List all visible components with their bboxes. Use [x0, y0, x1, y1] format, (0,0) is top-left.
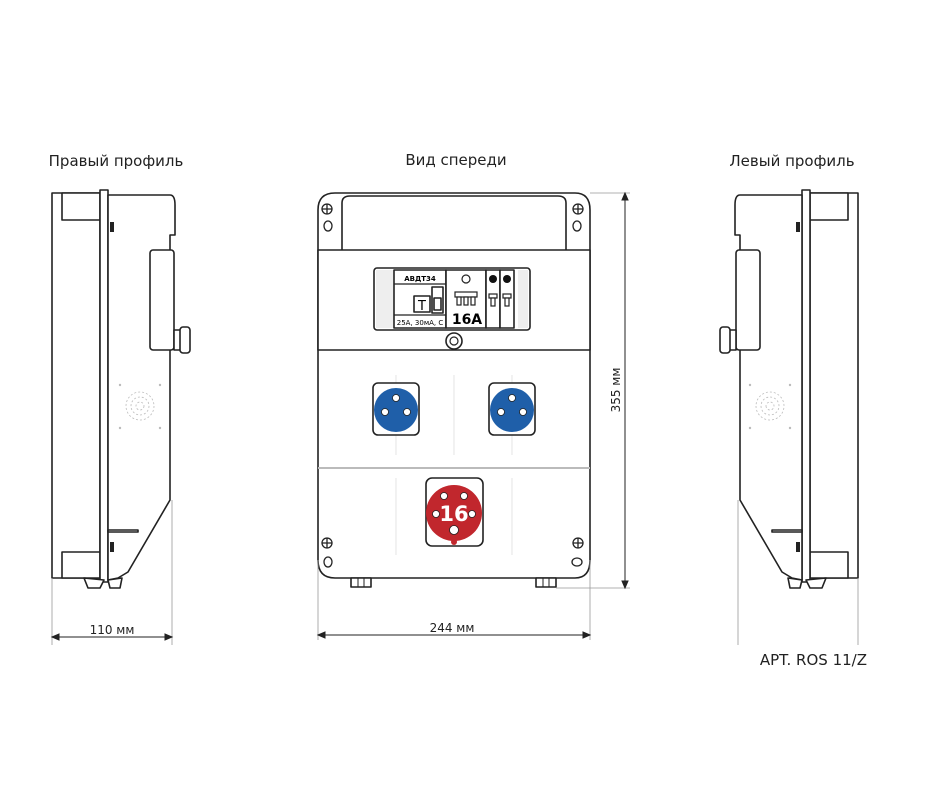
- rcbo-model-label: АВДТ34: [404, 275, 436, 283]
- left-profile-view: [719, 189, 859, 646]
- red-socket-label: 16: [439, 502, 468, 526]
- blue-socket-right: [488, 382, 536, 436]
- width-dimension: 244 мм: [430, 621, 475, 635]
- depth-dimension: 110 мм: [90, 623, 135, 637]
- breaker-panel: АВДТ34 T 25А, 30мА, С 16А: [373, 267, 531, 331]
- height-dimension: 355 мм: [609, 368, 623, 413]
- left-profile-title: Левый профиль: [729, 152, 854, 170]
- front-view: АВДТ34 T 25А, 30мА, С 16А: [317, 192, 591, 588]
- right-profile-view: [51, 189, 191, 646]
- svg-text:T: T: [417, 299, 426, 314]
- right-profile-title: Правый профиль: [49, 152, 184, 170]
- blue-socket-left: [372, 382, 420, 436]
- corner-screws: [321, 203, 584, 568]
- dimension-lines: [50, 191, 630, 641]
- mcb-rating-label: 16А: [452, 312, 482, 328]
- front-view-title: Вид спереди: [405, 151, 506, 169]
- rcbo-rating-label: 25А, 30мА, С: [397, 319, 444, 327]
- article-number: APT. ROS 11/Z: [760, 651, 867, 669]
- red-socket-16a: 16: [425, 477, 484, 547]
